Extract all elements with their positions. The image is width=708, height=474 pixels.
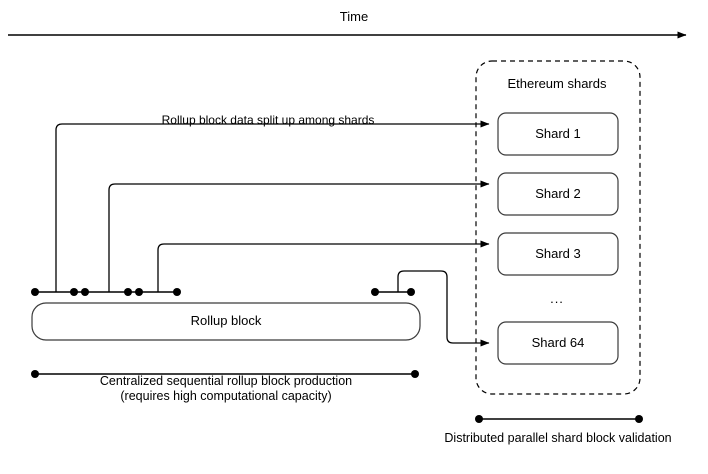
distributed-validation-caption: Distributed parallel shard block validat… xyxy=(444,431,672,445)
shard-label-1: Shard 1 xyxy=(535,126,581,141)
rollup-split-annotation: Rollup block data split up among shards xyxy=(161,113,375,127)
rollup-event-dot xyxy=(135,288,143,296)
rollup-event-dot xyxy=(371,288,379,296)
rollup-event-dot xyxy=(31,288,39,296)
shard-label-64: Shard 64 xyxy=(531,335,585,350)
ethereum-shards-title: Ethereum shards xyxy=(507,76,607,91)
shards-ellipsis: ... xyxy=(550,291,564,306)
centralized-span-endpoint xyxy=(31,370,39,378)
connector-to-shard-64 xyxy=(397,270,490,347)
connector-to-shard-3 xyxy=(157,240,490,292)
rollup-block-label: Rollup block xyxy=(190,313,262,328)
shard-box-1[interactable] xyxy=(497,112,619,156)
rollup-event-dot xyxy=(124,288,132,296)
shard-box-3[interactable] xyxy=(497,232,619,276)
time-axis-label: Time xyxy=(339,9,369,24)
rollup-event-dot xyxy=(70,288,78,296)
connector-to-shard-2 xyxy=(108,180,490,292)
centralized-span-endpoint xyxy=(411,370,419,378)
rollup-event-dot xyxy=(407,288,415,296)
distributed-span-endpoint xyxy=(635,415,643,423)
centralized-caption-line-2: (requires high computational capacity) xyxy=(120,389,332,403)
distributed-span-endpoint xyxy=(475,415,483,423)
centralized-caption-line-1: Centralized sequential rollup block prod… xyxy=(99,374,353,388)
centralized-production-caption: Centralized sequential rollup block prod… xyxy=(100,374,352,404)
ethereum-shards-container xyxy=(475,60,641,395)
rollup-event-dot xyxy=(173,288,181,296)
shard-box-64[interactable] xyxy=(497,321,619,365)
shard-label-3: Shard 3 xyxy=(535,246,581,261)
connector-to-shard-1 xyxy=(55,120,490,292)
rollup-event-dot xyxy=(81,288,89,296)
rollup-block-box[interactable] xyxy=(31,302,421,341)
shard-box-2[interactable] xyxy=(497,172,619,216)
shard-label-2: Shard 2 xyxy=(535,186,581,201)
